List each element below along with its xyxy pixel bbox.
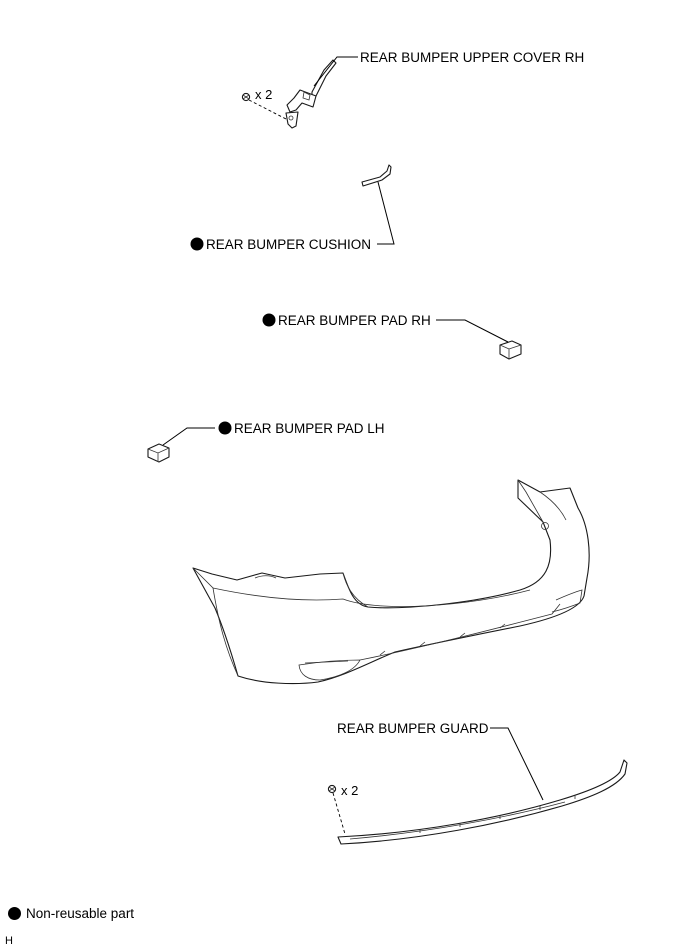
upper-cover-clip-quantity: x 2 — [255, 87, 272, 102]
rear-bumper-cushion-part — [361, 164, 392, 187]
non-reusable-dot-cushion — [190, 237, 204, 251]
upper-cover-rh-label: REAR BUMPER UPPER COVER RH — [360, 50, 584, 65]
rear-bumper-cover — [192, 479, 590, 685]
non-reusable-dot-pad-lh — [218, 421, 232, 435]
rear-bumper-cushion-label: REAR BUMPER CUSHION — [206, 237, 371, 252]
rear-bumper-guard-part — [337, 759, 628, 845]
rear-bumper-guard-label: REAR BUMPER GUARD — [337, 721, 489, 736]
rear-bumper-pad-lh-part — [147, 443, 170, 463]
rear-bumper-pad-lh-label: REAR BUMPER PAD LH — [234, 421, 385, 436]
non-reusable-dot-pad-rh — [262, 313, 276, 327]
upper-cover-rh-part — [285, 59, 337, 129]
non-reusable-dot-icon — [8, 906, 21, 920]
legend: Non-reusable part — [8, 904, 134, 922]
guard-clip-icon — [327, 784, 337, 794]
legend-label: Non-reusable part — [26, 905, 135, 921]
upper-cover-clip-icon — [241, 92, 251, 102]
guard-clip-quantity: x 2 — [341, 783, 358, 798]
figure-code: H — [5, 935, 13, 947]
rear-bumper-pad-rh-label: REAR BUMPER PAD RH — [278, 313, 431, 328]
rear-bumper-pad-rh-part — [499, 340, 522, 360]
